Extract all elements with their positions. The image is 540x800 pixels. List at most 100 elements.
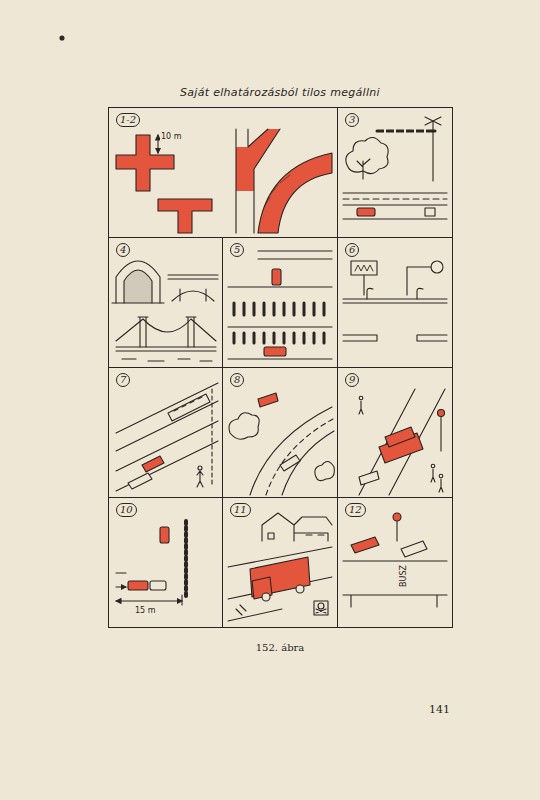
drawing-stroke	[172, 289, 214, 301]
tunnel-bridge-drawing	[112, 261, 218, 361]
drawing-stroke	[280, 455, 300, 471]
drawing-stroke	[439, 474, 443, 478]
drawing-stroke	[357, 159, 370, 179]
drawing-stroke	[112, 302, 164, 303]
drawing-stroke	[364, 267, 431, 295]
drawing-stroke	[234, 333, 324, 343]
drawing-stroke	[142, 456, 164, 472]
curve-road-drawing	[229, 393, 334, 495]
drawing-stroke	[343, 193, 447, 219]
figure-panel: 10	[108, 497, 223, 628]
drawing-stroke	[438, 410, 445, 417]
drawing-stroke	[262, 513, 332, 541]
dimension: 15 m	[134, 606, 157, 616]
signs-drawing	[343, 261, 447, 341]
drawing-stroke	[157, 135, 158, 153]
panel-number: 10	[116, 503, 137, 517]
drawing-stroke	[236, 605, 246, 615]
drawing-stroke	[234, 303, 324, 315]
drawing-stroke	[401, 541, 427, 557]
panel-number: 4	[116, 243, 130, 257]
figure-panel: 8	[222, 367, 338, 498]
drawing-stroke	[228, 547, 332, 621]
drawing-stroke	[160, 527, 169, 543]
page-number: 141	[428, 703, 451, 716]
drawing-stroke	[116, 319, 216, 341]
drawing-stroke	[385, 129, 425, 133]
drawing-stroke	[116, 383, 218, 491]
figure-panel: 11	[222, 497, 338, 628]
drawing-stroke	[116, 347, 216, 351]
drawing-stroke	[343, 198, 447, 199]
figure-panel: 7	[108, 367, 223, 498]
drawing-stroke	[359, 389, 445, 495]
drawing-stroke	[359, 396, 363, 400]
drawing-stroke	[116, 135, 174, 191]
drawing-stroke	[116, 573, 126, 587]
drawing-stroke	[262, 593, 270, 601]
drawing-stroke	[377, 130, 435, 133]
figure-caption: 152. ábra	[108, 641, 452, 654]
drawing-stroke	[367, 288, 423, 299]
drawing-stroke	[150, 581, 166, 590]
drawing-stroke	[272, 269, 281, 285]
panel-number: 5	[230, 243, 244, 257]
drawing-stroke	[124, 270, 152, 303]
drawing-stroke	[431, 261, 443, 273]
figure-panel: 1-2	[108, 107, 338, 238]
figure-panel: 6	[337, 237, 453, 368]
drawing-stroke	[296, 585, 304, 593]
drawing-stroke	[181, 595, 182, 605]
drawing-stroke	[385, 427, 415, 447]
panel-number: 9	[345, 373, 359, 387]
drawing-stroke	[258, 393, 278, 407]
figure-panel: 4	[108, 237, 223, 368]
drawing-stroke	[174, 397, 202, 411]
panel-number: 3	[345, 113, 359, 127]
bus-stop-drawing	[343, 513, 447, 607]
panel-number: 8	[230, 373, 244, 387]
drawing-stroke	[266, 419, 333, 495]
drawing-stroke	[264, 347, 286, 356]
drawing-stroke	[351, 261, 377, 275]
figure-panel: 3	[337, 107, 453, 238]
panel-number: 1-2	[116, 113, 140, 127]
drawing-stroke	[197, 471, 203, 487]
drawing-stroke	[315, 461, 334, 480]
drawing-stroke	[351, 537, 379, 553]
drawing-stroke	[116, 261, 160, 303]
drawing-stroke	[425, 117, 441, 181]
page-title: Saját elhatározásból tilos megállni	[108, 86, 452, 100]
drawing-stroke	[431, 464, 435, 468]
drawing-stroke	[128, 473, 152, 489]
drawing-stroke	[359, 401, 363, 414]
drawing-stroke	[396, 521, 397, 541]
drawing-stroke	[122, 359, 212, 361]
drawing-stroke	[343, 561, 447, 607]
drawing-stroke	[198, 466, 202, 470]
village-truck-drawing	[228, 513, 332, 621]
drawing-stroke	[229, 413, 259, 440]
drawing-stroke	[184, 521, 188, 597]
drawing-stroke	[168, 394, 210, 421]
ink-dot	[60, 36, 64, 40]
panel-number: 7	[116, 373, 130, 387]
drawing-stroke	[355, 265, 373, 271]
drawing-stroke	[268, 533, 324, 539]
railway-crossing-drawing	[343, 117, 447, 219]
drawing-stroke	[343, 299, 447, 303]
drawing-stroke	[343, 335, 447, 341]
drawing-stroke	[168, 275, 218, 279]
drawing-stroke	[316, 609, 326, 613]
drawing-stroke	[440, 415, 441, 451]
sign-text: BUSZ	[399, 564, 409, 588]
drawing-stroke	[359, 471, 379, 485]
dimension: 10 m	[160, 132, 183, 142]
tram-drawing	[116, 383, 218, 491]
figure-panel: 5	[222, 237, 338, 368]
intersection-drawing	[116, 129, 332, 233]
drawing-stroke	[264, 175, 290, 207]
truck-road-drawing	[359, 389, 445, 495]
